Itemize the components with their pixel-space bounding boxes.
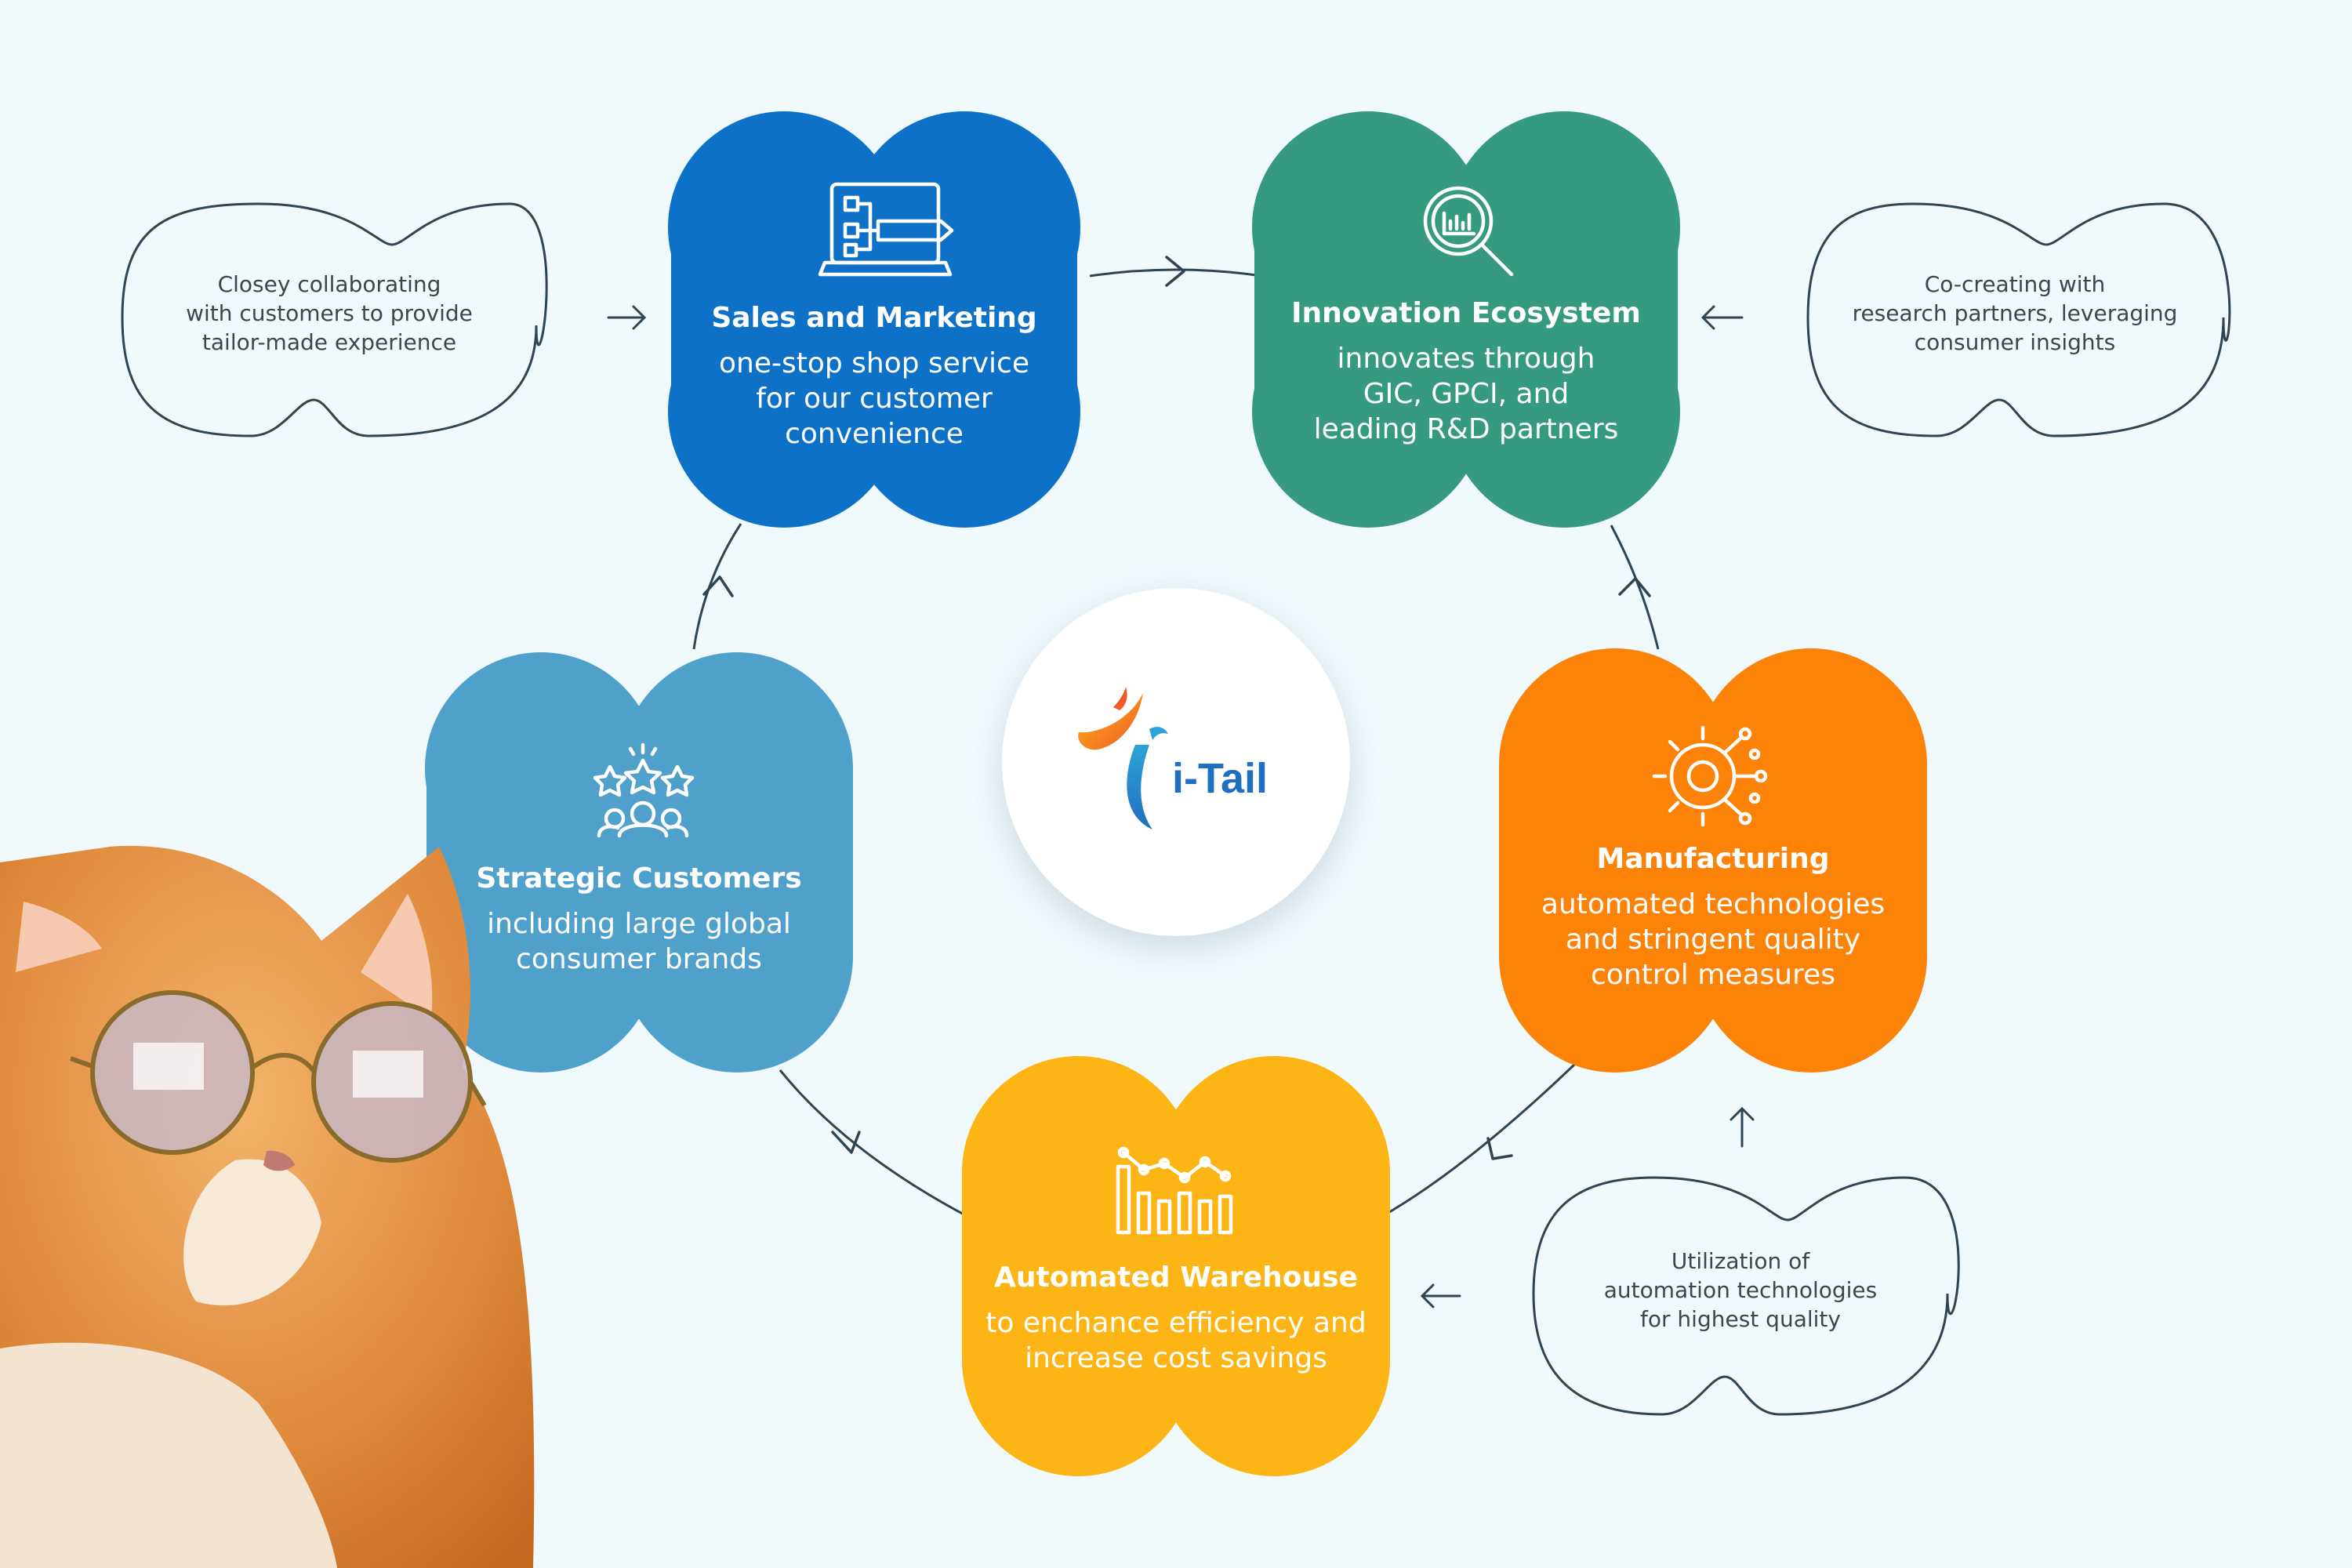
connector-warehouse-customers (779, 1069, 969, 1218)
note-innovation: Co-creating with research partners, leve… (1852, 271, 2178, 355)
arrowhead-icon (1165, 256, 1185, 287)
arrow-left-icon (1420, 1283, 1461, 1308)
node-warehouse-shape (962, 1056, 1390, 1476)
logo-wordmark: i-Tail (1172, 755, 1269, 802)
people-stars-icon (593, 742, 695, 838)
node-sales-shape (668, 111, 1080, 528)
node-sales-description: one-stop shop service for our customer c… (718, 347, 1030, 450)
node-warehouse-title: Automated Warehouse (994, 1261, 1358, 1294)
node-customers-shape (425, 652, 853, 1073)
node-customers-title: Strategic Customers (476, 862, 802, 895)
note-blob-manufacturing (1532, 1176, 1960, 1416)
node-warehouse-description: to enchance efficiency and increase cost… (985, 1307, 1367, 1374)
node-sales-title: Sales and Marketing (711, 302, 1037, 334)
node-manufacturing: Manufacturing automated technologies and… (1509, 841, 1917, 993)
cat-with-sunglasses (0, 845, 535, 1568)
node-manufacturing-description: automated technologies and stringent qua… (1541, 888, 1886, 991)
node-customers-description: including large global consumer brands (487, 908, 791, 975)
arrowhead-icon (1618, 577, 1651, 597)
itail-logo-icon (1078, 687, 1168, 829)
connector-innovation-manufacturing (1610, 524, 1660, 650)
node-innovation-shape (1252, 111, 1680, 528)
node-manufacturing-shape (1499, 648, 1927, 1073)
connector-customers-sales (692, 523, 742, 650)
arrow-right-icon (607, 305, 647, 330)
node-customers: Strategic Customers including large glob… (447, 861, 831, 977)
arrowhead-icon (1486, 1137, 1513, 1160)
note-sales: Closey collaborating with customers to p… (186, 271, 473, 355)
node-innovation: Innovation Ecosystem innovates through G… (1270, 296, 1662, 447)
note-blob-innovation (1806, 202, 2231, 437)
bar-line-chart-icon (1116, 1146, 1233, 1235)
node-sales: Sales and Marketing one-stop shop servic… (682, 300, 1066, 452)
note-blob-sales (121, 202, 548, 437)
arrowhead-icon (831, 1131, 861, 1154)
node-warehouse: Automated Warehouse to enchance efficien… (972, 1260, 1380, 1376)
note-manufacturing: Utilization of automation technologies f… (1603, 1248, 1878, 1332)
connector-manufacturing-warehouse (1381, 1063, 1576, 1218)
arrowhead-icon (702, 575, 734, 597)
connector-sales-innovation (1089, 268, 1263, 278)
node-innovation-description: innovates through GIC, GPCI, and leading… (1313, 343, 1619, 445)
gear-circuit-icon (1652, 725, 1768, 827)
logo-disc (1002, 588, 1350, 936)
node-manufacturing-title: Manufacturing (1596, 843, 1830, 875)
cycle-connectors (692, 268, 1660, 1218)
arrow-left-icon (1700, 305, 1744, 330)
node-innovation-title: Innovation Ecosystem (1291, 297, 1641, 329)
laptop-flowchart-icon (818, 182, 954, 277)
magnifier-chart-icon (1423, 186, 1514, 277)
arrow-up-icon (1730, 1106, 1755, 1148)
